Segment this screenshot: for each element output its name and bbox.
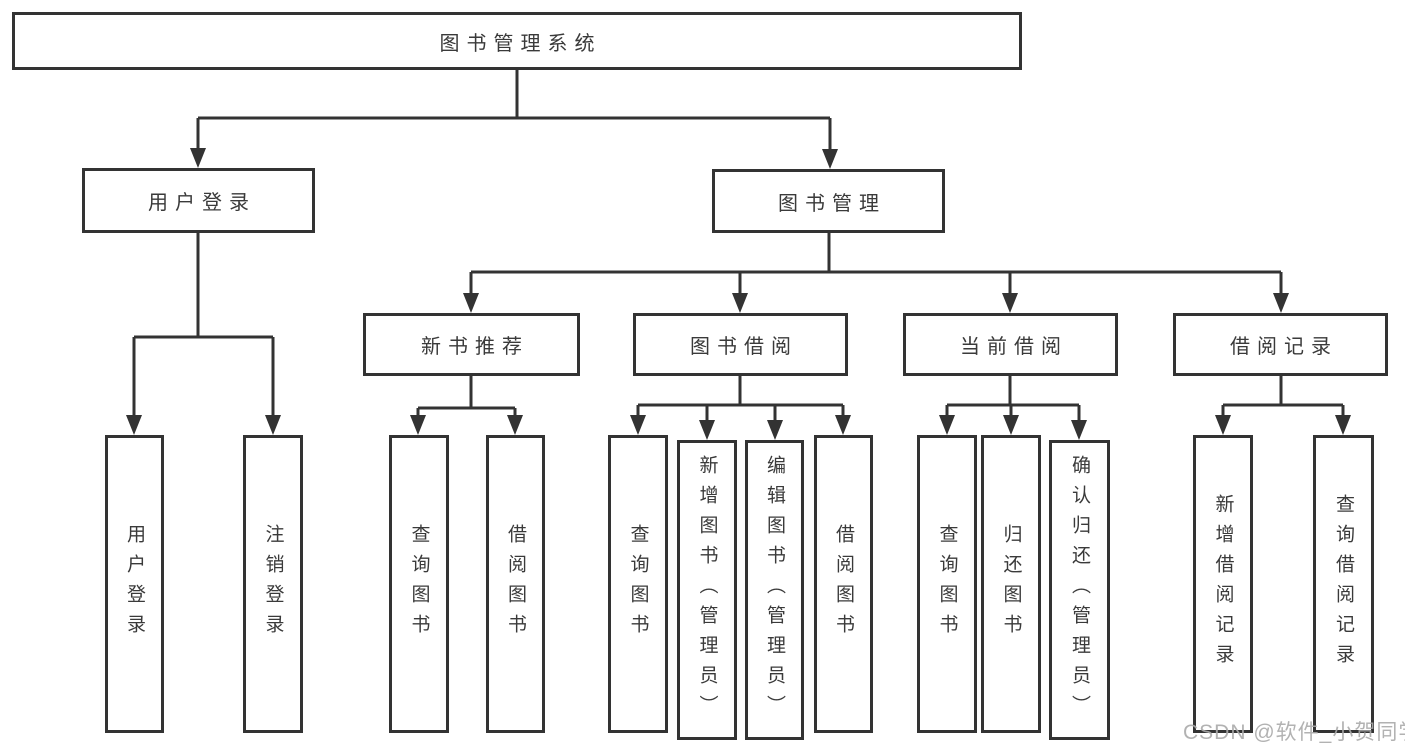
leaf-label: 注销登录 <box>262 524 284 644</box>
leaf-query-borrow-record: 查询借阅记录 <box>1313 435 1374 733</box>
node-borrow-records: 借阅记录 <box>1173 313 1388 376</box>
leaf-logout: 注销登录 <box>243 435 303 733</box>
leaf-return-books: 归还图书 <box>981 435 1041 733</box>
node-book-management: 图书管理 <box>712 169 945 233</box>
leaf-confirm-return-admin: 确认归还（管理员） <box>1049 440 1110 740</box>
leaf-add-book-admin: 新增图书（管理员） <box>677 440 737 740</box>
leaf-label: 查询借阅记录 <box>1333 494 1354 674</box>
leaf-query-books-recommend: 查询图书 <box>389 435 449 733</box>
leaf-label: 查询图书 <box>627 524 649 644</box>
node-user-login: 用户登录 <box>82 168 315 233</box>
leaf-label: 确认归还（管理员） <box>1069 455 1090 725</box>
node-new-book-recommend: 新书推荐 <box>363 313 580 376</box>
leaf-user-login: 用户登录 <box>105 435 164 733</box>
node-current-borrow: 当前借阅 <box>903 313 1118 376</box>
leaf-label: 查询图书 <box>408 524 430 644</box>
leaf-query-books-borrow: 查询图书 <box>608 435 668 733</box>
leaf-label: 新增图书（管理员） <box>696 455 718 725</box>
leaf-label: 归还图书 <box>1000 524 1022 644</box>
node-root: 图书管理系统 <box>12 12 1022 70</box>
leaf-label: 编辑图书（管理员） <box>764 455 785 725</box>
csdn-watermark: CSDN @软件_小贺同学 <box>1183 721 1405 744</box>
leaf-borrow-books-recommend: 借阅图书 <box>486 435 545 733</box>
leaf-label: 新增借阅记录 <box>1212 494 1234 674</box>
leaf-borrow-books: 借阅图书 <box>814 435 873 733</box>
leaf-edit-book-admin: 编辑图书（管理员） <box>745 440 804 740</box>
node-book-borrow: 图书借阅 <box>633 313 848 376</box>
leaf-label: 借阅图书 <box>833 524 854 644</box>
leaf-query-books-current: 查询图书 <box>917 435 977 733</box>
leaf-add-borrow-record: 新增借阅记录 <box>1193 435 1253 733</box>
leaf-label: 借阅图书 <box>505 524 526 644</box>
leaf-label: 查询图书 <box>936 524 958 644</box>
leaf-label: 用户登录 <box>124 524 145 644</box>
